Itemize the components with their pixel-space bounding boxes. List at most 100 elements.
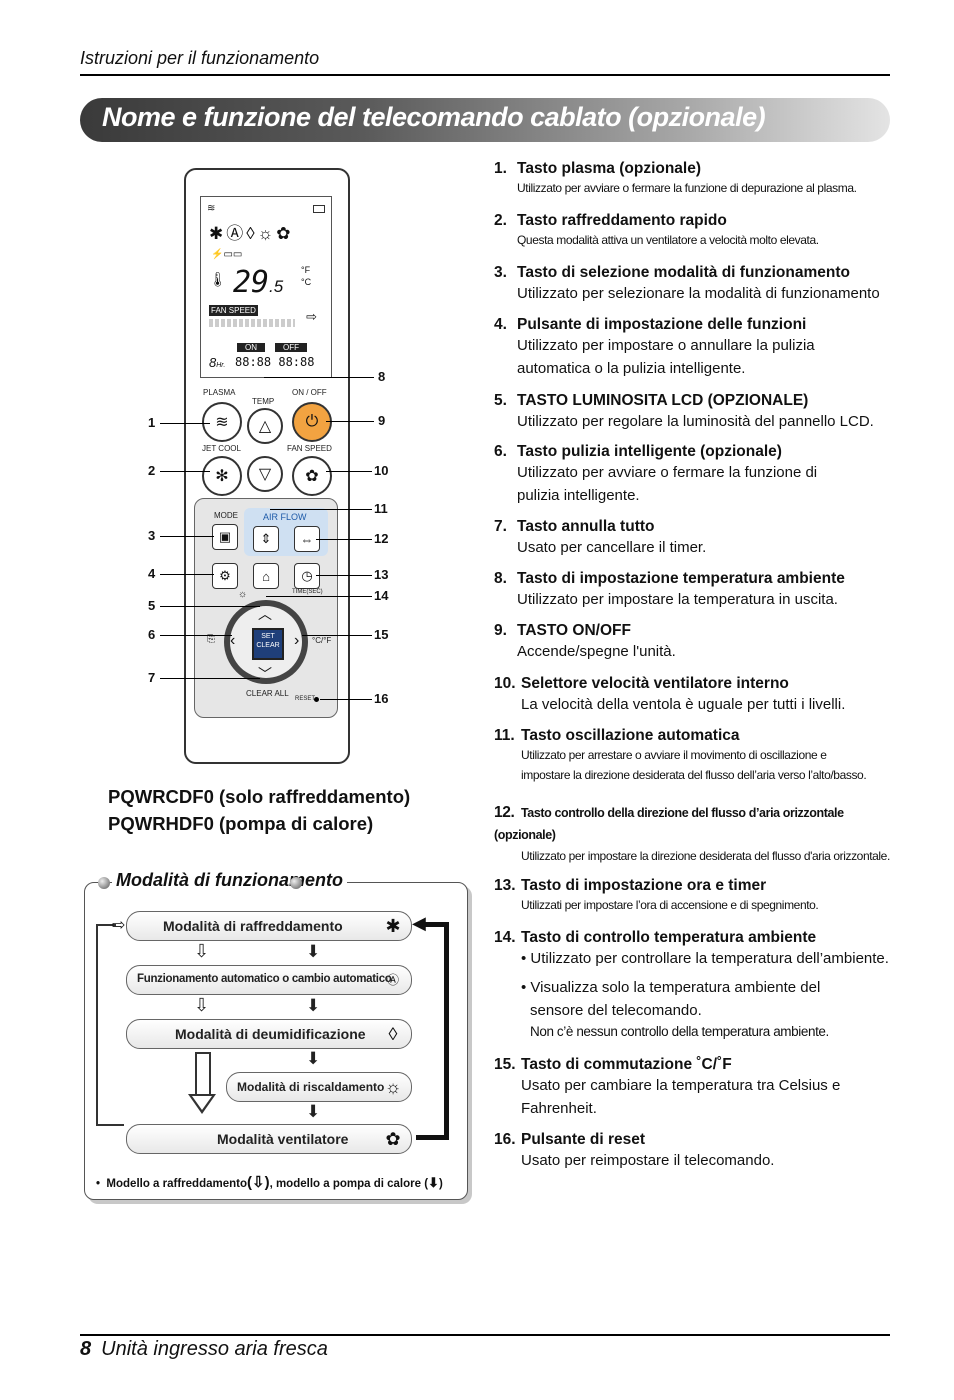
function-setting-button[interactable]: ⚙	[212, 563, 238, 589]
snowflake-icon: ✱	[385, 916, 401, 936]
function-title: 9.TASTO ON/OFF	[494, 622, 894, 640]
callout-9: 9	[378, 413, 386, 428]
mode-heating: Modalità di riscaldamento ☼	[226, 1072, 412, 1102]
function-number: 11.	[494, 727, 515, 744]
label-reset: RESET	[295, 696, 316, 702]
leader-line	[160, 635, 232, 636]
function-number: 2.	[494, 212, 507, 229]
leader-line	[160, 574, 214, 575]
fan-speed-button[interactable]: ✿	[292, 456, 332, 496]
room-temp-button[interactable]: ⌂	[253, 563, 279, 589]
function-description: Fahrenheit.	[521, 1100, 597, 1117]
function-title: 8.Tasto di impostazione temperatura ambi…	[494, 570, 894, 588]
function-number: 10.	[494, 675, 516, 692]
function-title: 4. Pulsante di impostazione delle funzion…	[494, 316, 894, 334]
brightness-icon: ☼	[238, 589, 248, 600]
function-description: Utilizzato per impostare o annullare la …	[517, 337, 815, 354]
function-title-text: Pulsante di impostazione delle funzioni	[517, 316, 807, 333]
chevron-down-icon: ﹀	[258, 666, 272, 682]
callout-3: 3	[148, 528, 156, 543]
arrow-down-outline-icon: (⇩)	[247, 1174, 270, 1191]
function-number: 7.	[494, 518, 507, 535]
mode-icons-row: ✱Ⓐ◊☼✿	[209, 224, 294, 243]
set-clear-button[interactable]: SET CLEAR	[252, 628, 284, 660]
function-title-text: Tasto annulla tutto	[517, 518, 655, 535]
mode-fan-label: Modalità ventilatore	[217, 1131, 349, 1147]
arrow-down-solid-icon: ⬇	[306, 942, 321, 961]
modes-note: • Modello a raffreddamento(⇩), modello a…	[96, 1174, 443, 1191]
long-arrow-outline	[195, 1052, 211, 1100]
plasma-icons: ⚡▭▭	[211, 249, 243, 260]
label-fan-speed: FAN SPEED	[287, 444, 332, 453]
jet-cool-button[interactable]: ✻	[202, 456, 242, 496]
heatpump-loop-line	[424, 922, 449, 927]
clear-all-button[interactable]: ﹀	[258, 664, 272, 684]
lcd-temp: 29	[233, 265, 270, 300]
function-title-text: Tasto plasma (opzionale)	[517, 160, 702, 177]
function-item: 10.Selettore velocità ventilatore intern…	[494, 675, 894, 716]
function-description: Usato per cancellare il timer.	[517, 539, 707, 556]
function-number: 5.	[494, 392, 507, 409]
on-off-button[interactable]: ⏻	[292, 402, 332, 442]
mode-heating-label: Modalità di riscaldamento	[237, 1080, 385, 1094]
footer-rule	[80, 1334, 890, 1336]
mode-dry-label: Modalità di deumidificazione	[175, 1026, 366, 1042]
temp-down-button[interactable]: ▽	[247, 456, 283, 492]
function-item: 1.Tasto plasma (opzionale) Utilizzato per…	[494, 160, 894, 198]
model-cooling-only: PQWRCDF0 (solo raffreddamento)	[108, 786, 411, 807]
function-number: 4.	[494, 316, 507, 333]
function-title-text: Tasto di selezione modalità di funzionam…	[517, 264, 850, 281]
label-jet-cool: JET COOL	[202, 444, 241, 453]
label-temp: TEMP	[252, 397, 275, 406]
leader-line	[316, 539, 372, 540]
function-title: 1.Tasto plasma (opzionale)	[494, 160, 894, 178]
plasma-button[interactable]: ≋	[202, 402, 242, 442]
function-number: 15.	[494, 1056, 516, 1073]
callout-16: 16	[374, 691, 389, 706]
function-description: La velocità della ventola è uguale per t…	[521, 696, 846, 713]
function-description: Utilizzato per selezionare la modalità d…	[517, 285, 880, 302]
power-icon: ⏻	[305, 413, 319, 430]
horizontal-swing-button[interactable]: ⇔	[294, 526, 320, 552]
function-title-text: Tasto controllo della direzione del flus…	[494, 806, 844, 842]
callout-15: 15	[374, 627, 389, 642]
cf-switch-button[interactable]: ›	[294, 632, 299, 650]
mode-button[interactable]: ▣	[212, 524, 238, 550]
label-on-off: ON / OFF	[292, 388, 327, 397]
fan-icon: ✿	[385, 1129, 401, 1149]
fan-icon: ✿	[305, 468, 319, 485]
label-set: SET	[261, 633, 275, 640]
reset-button[interactable]	[314, 697, 319, 702]
lcd-temp-decimal: .5	[269, 277, 284, 296]
label-cf: °C/°F	[312, 636, 332, 645]
function-item: 5.TASTO LUMINOSITA LCD (OPZIONALE)Utiliz…	[494, 392, 894, 433]
lcd-fan-speed: FAN SPEED	[209, 305, 258, 316]
plasma-icon: ≋	[215, 414, 229, 431]
lcd-on: ON	[237, 343, 265, 352]
page-number: 8	[80, 1338, 92, 1360]
function-title: 2.Tasto raffreddamento rapido	[494, 212, 894, 230]
function-title-text: TASTO ON/OFF	[517, 622, 631, 639]
smart-clean-button[interactable]: ‹	[230, 632, 235, 650]
function-item: 14.Tasto di controllo temperatura ambien…	[494, 929, 894, 1042]
leader-line	[160, 606, 260, 607]
function-number: 16.	[494, 1131, 516, 1148]
lcd-brightness-button[interactable]: ︿	[258, 604, 272, 624]
function-title-text: Tasto di impostazione temperatura ambien…	[517, 570, 845, 587]
timer-button[interactable]: ◷	[294, 563, 320, 589]
function-description: Utilizzato per avviare o fermare la funz…	[517, 181, 857, 195]
callout-8: 8	[378, 369, 386, 384]
cooling-loop-line	[96, 924, 116, 926]
mode-auto: Funzionamento automatico o cambio automa…	[126, 965, 412, 995]
temp-up-button[interactable]: △	[247, 408, 283, 444]
function-title: 16.Pulsante di reset	[494, 1131, 894, 1149]
function-item: 4. Pulsante di impostazione delle funzion…	[494, 316, 894, 380]
arrow-down-solid-icon: ⬇	[306, 996, 321, 1015]
auto-swing-button[interactable]: ⇕	[253, 526, 279, 552]
gear-icon: ⚙	[219, 568, 231, 583]
triangle-up-icon: △	[258, 418, 272, 435]
function-title-text: Tasto di commutazione ˚C/˚F	[521, 1056, 732, 1073]
leader-line	[320, 699, 372, 700]
leader-line	[302, 635, 372, 636]
